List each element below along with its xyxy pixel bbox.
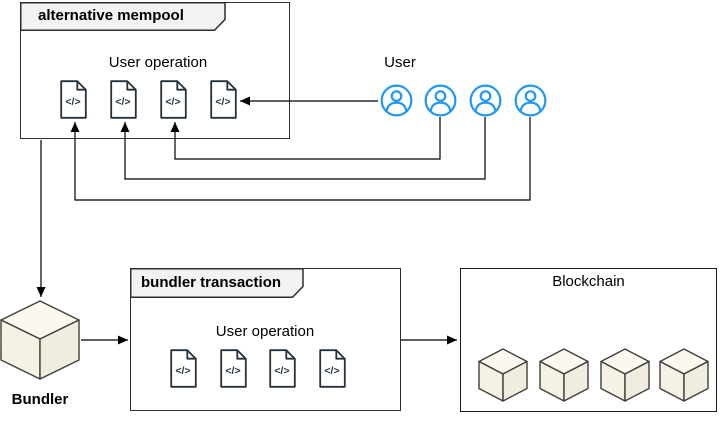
block-cube-icon xyxy=(600,348,650,402)
block-cube-icon xyxy=(478,348,528,402)
userop-doc-icon: </> xyxy=(170,349,197,388)
user-icon xyxy=(514,84,547,117)
tab-shape xyxy=(130,268,304,298)
code-glyph: </> xyxy=(225,365,240,377)
userop-doc-icon: </> xyxy=(110,80,137,119)
bundlertx-user-operation-label: User operation xyxy=(215,323,315,340)
code-glyph: </> xyxy=(175,365,190,377)
blockchain-title: Blockchain xyxy=(552,273,625,290)
userop-doc-icon: </> xyxy=(269,349,296,388)
users-label: User xyxy=(384,54,416,71)
code-glyph: </> xyxy=(115,96,130,108)
bundler-transaction-title: bundler transaction xyxy=(141,274,282,291)
block-cube-icon xyxy=(539,348,589,402)
bundler-label: Bundler xyxy=(11,391,69,408)
alt-mempool-title: alternative mempool xyxy=(38,7,184,24)
code-glyph: </> xyxy=(65,96,80,108)
code-glyph: </> xyxy=(274,365,289,377)
code-glyph: </> xyxy=(324,365,339,377)
tab-shape xyxy=(20,2,226,31)
userop-doc-icon: </> xyxy=(210,80,237,119)
user-icon xyxy=(469,84,502,117)
mempool-user-operation-label: User operation xyxy=(108,54,208,71)
code-glyph: </> xyxy=(165,96,180,108)
userop-doc-icon: </> xyxy=(220,349,247,388)
userop-doc-icon: </> xyxy=(319,349,346,388)
userop-doc-icon: </> xyxy=(160,80,187,119)
block-cube-icon xyxy=(659,348,709,402)
bundler-cube-icon xyxy=(0,300,80,380)
userop-doc-icon: </> xyxy=(60,80,87,119)
alt-mempool-tab: alternative mempool xyxy=(20,2,226,31)
bundler-transaction-tab: bundler transaction xyxy=(130,268,304,298)
user-icon xyxy=(424,84,457,117)
user-icon xyxy=(380,84,413,117)
code-glyph: </> xyxy=(215,96,230,108)
